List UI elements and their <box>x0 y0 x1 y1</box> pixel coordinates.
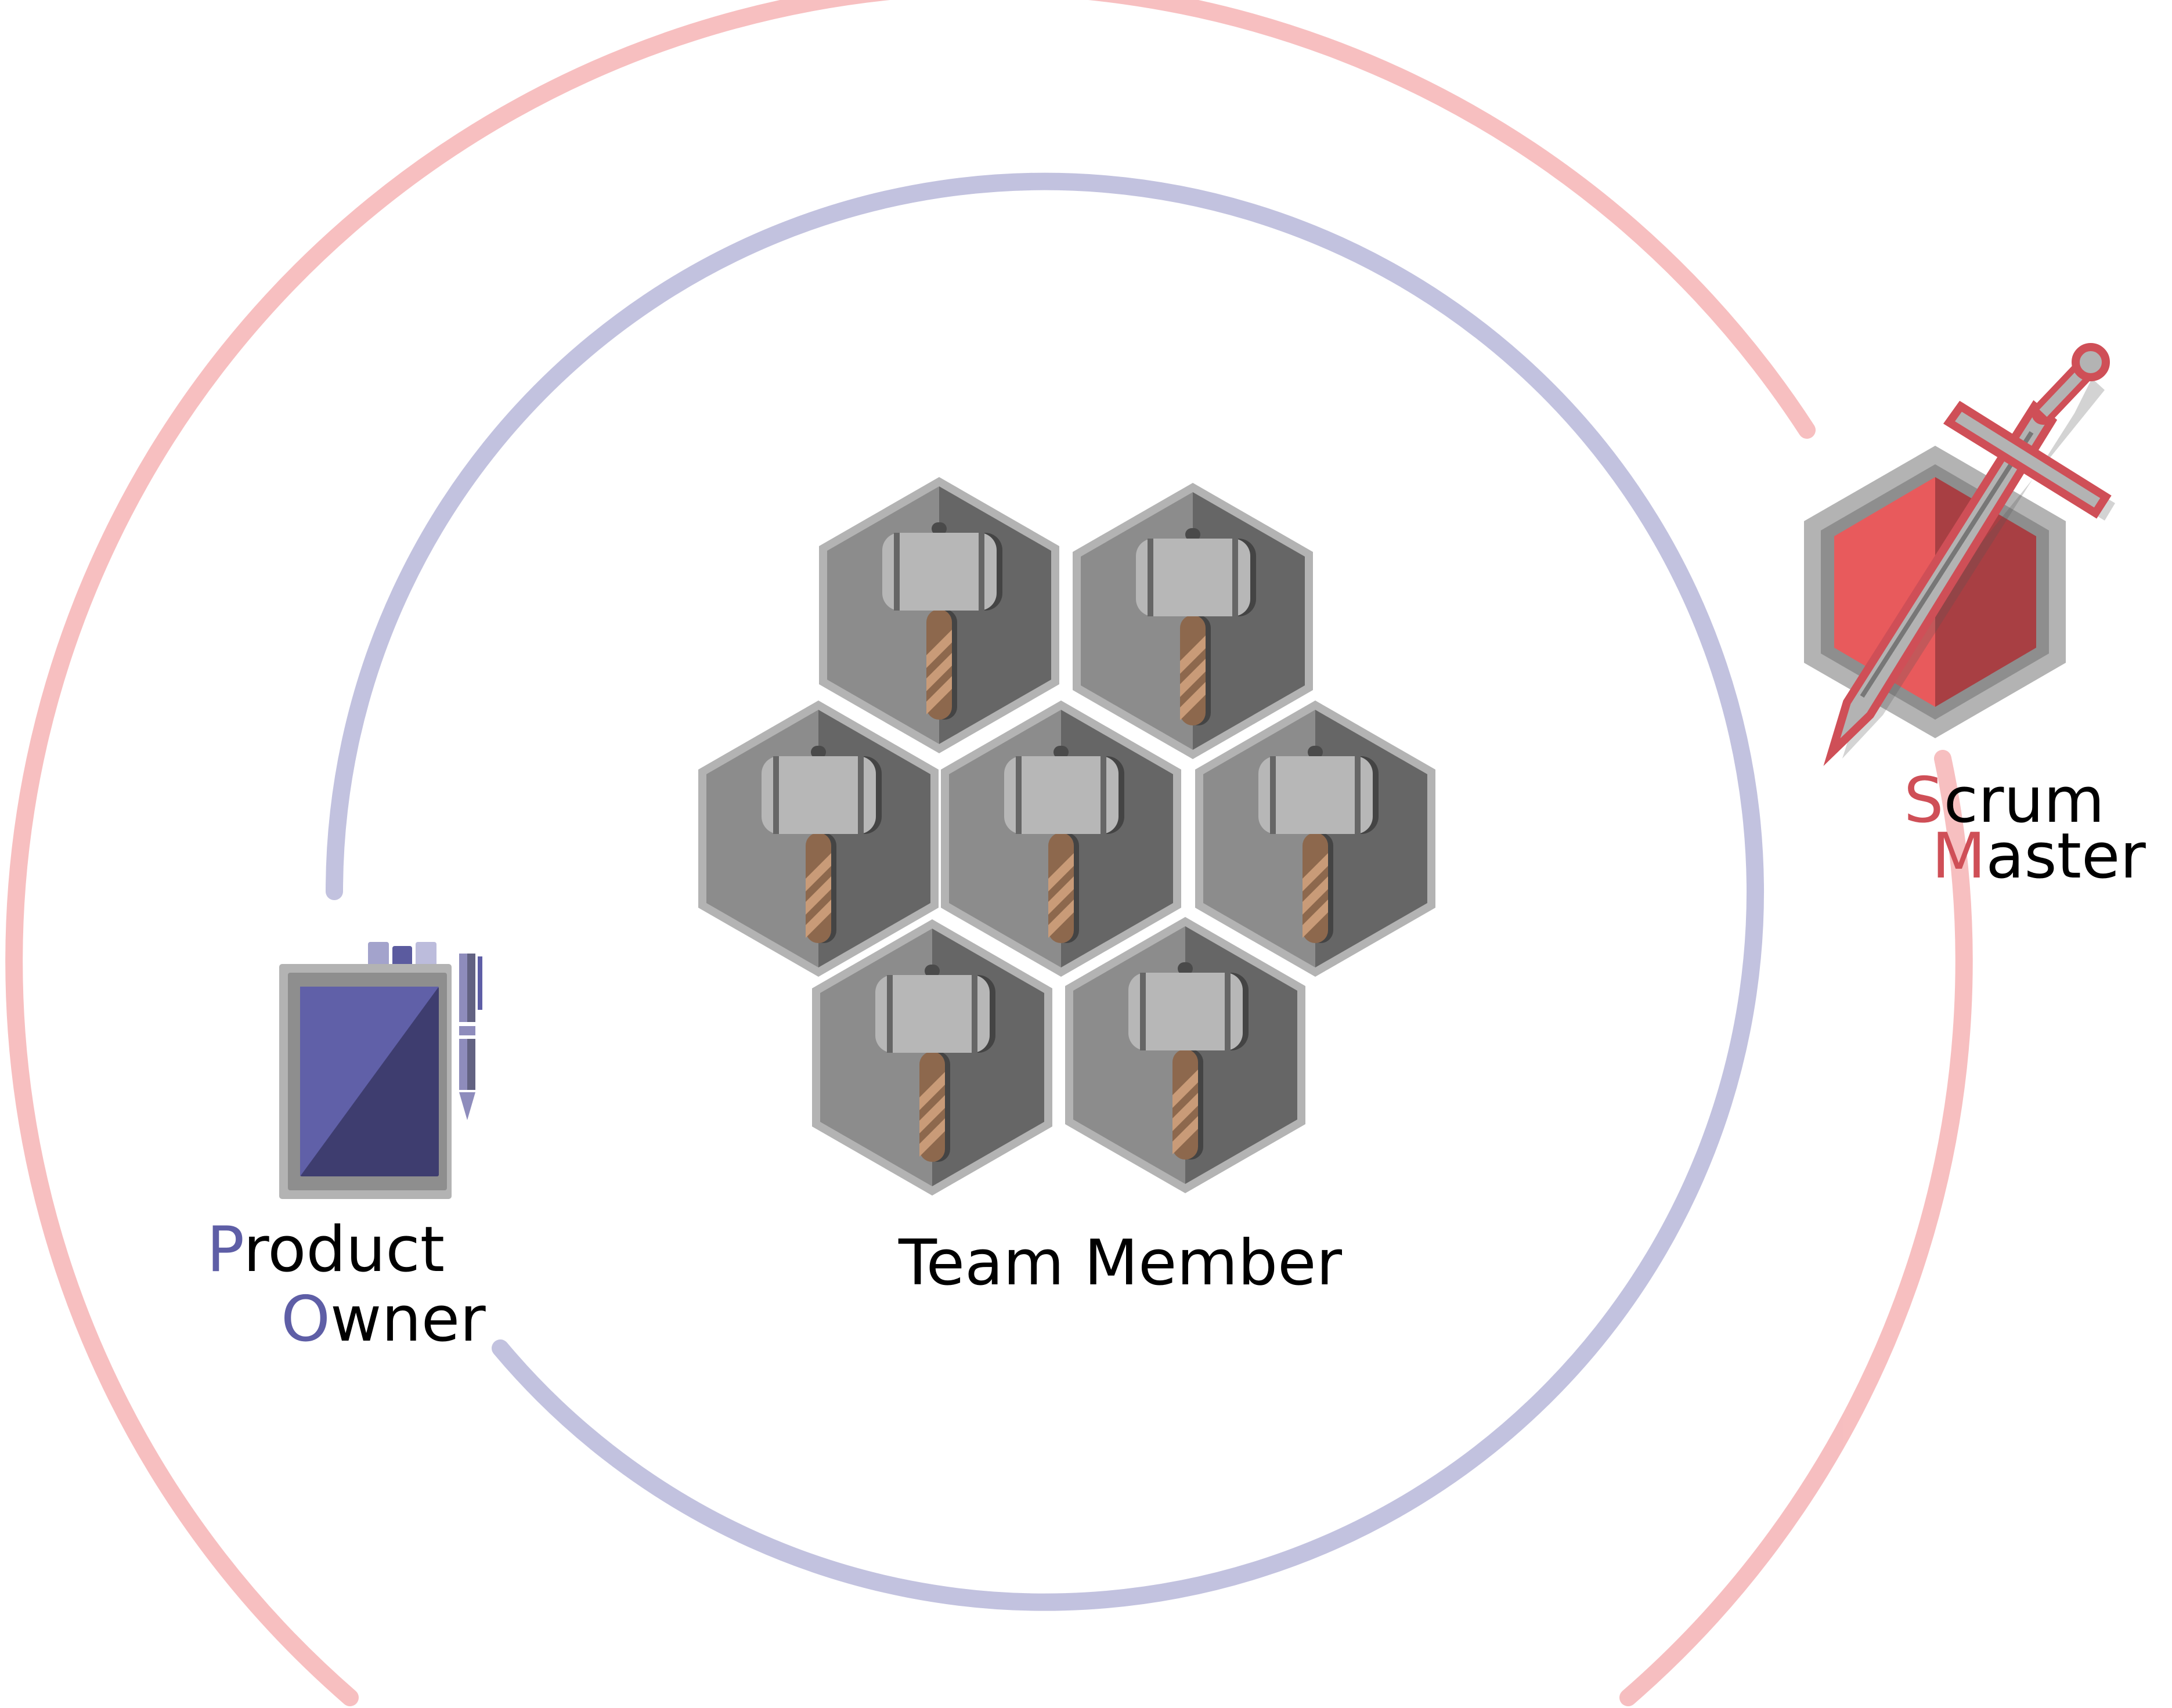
owner-rest: wner <box>330 1283 486 1356</box>
tab-1 <box>368 942 389 968</box>
product-initial: P <box>207 1214 243 1286</box>
hex-inner-left <box>706 710 818 967</box>
master-initial: M <box>1932 820 1986 893</box>
team-member-hammer-icon <box>698 700 939 977</box>
hammer-knob <box>1308 746 1323 759</box>
hex-inner-left <box>1203 710 1315 967</box>
outer-ring-arc-main <box>5 0 1816 1706</box>
hammer-grip-stripe <box>1180 659 1206 697</box>
hammer-band-left <box>887 975 893 1053</box>
team-member-hammer-icon <box>812 919 1052 1196</box>
hammer-grip-stripe <box>1048 876 1074 915</box>
hammer-head <box>882 533 997 611</box>
hammer-grip-stripe <box>919 1118 945 1157</box>
hammer-grip-stripe <box>926 653 952 691</box>
hammer-grip-stripe <box>1303 876 1328 915</box>
team-member-hammer-icon <box>941 700 1181 977</box>
hammer-head <box>1004 756 1119 834</box>
master-rest: aster <box>1986 820 2146 893</box>
scrum-master-label-line2: Master <box>1932 820 2146 893</box>
hex-inner-left <box>949 710 1061 967</box>
hammer-grip-stripe <box>1172 1070 1198 1108</box>
hammer-band-left <box>1140 973 1146 1050</box>
owner-initial: O <box>281 1283 330 1356</box>
hammer-band-right <box>1355 756 1361 834</box>
scrum-rest: crum <box>1944 764 2105 837</box>
hammer-grip-stripe <box>1303 900 1328 938</box>
hammer-head <box>762 756 876 834</box>
hammer-grip-stripe <box>1048 900 1074 938</box>
scrum-master-label-line1: Scrum <box>1904 764 2105 837</box>
hammer-band-left <box>1148 539 1153 616</box>
hex-inner-left <box>827 486 939 744</box>
hammer-band-right <box>979 533 984 611</box>
hammer-grip-stripe <box>1048 853 1074 891</box>
outer-ring-arc-right <box>1619 750 1973 1706</box>
hammer-head <box>875 975 990 1053</box>
hammer-grip-stripe <box>1180 635 1206 674</box>
hammer-grip-stripe <box>926 676 952 714</box>
product-owner-label-line1: Product <box>207 1214 445 1286</box>
product-owner-label-line2: Owner <box>281 1283 486 1356</box>
hammer-band-right <box>858 756 864 834</box>
hammer-head <box>1128 973 1243 1050</box>
hammer-band-right <box>1101 756 1106 834</box>
scrum-initial: S <box>1904 764 1944 837</box>
sword <box>1823 343 2115 766</box>
hammer-knob <box>1053 746 1069 759</box>
team-member-hammer-icon <box>819 477 1059 753</box>
hammer-grip-stripe <box>806 853 831 891</box>
hex-inner-left <box>1073 926 1185 1184</box>
product-rest: roduct <box>243 1214 445 1286</box>
hammer-grip-stripe <box>806 876 831 915</box>
hammer-band-right <box>972 975 977 1053</box>
sword-fuller <box>1860 431 2034 698</box>
inner-ring-product-owner <box>326 172 1764 1611</box>
hammer-knob <box>932 522 947 535</box>
tab-2 <box>392 946 412 968</box>
hammer-band-left <box>773 756 779 834</box>
hammer-grip-stripe <box>806 900 831 938</box>
hammer-band-left <box>1016 756 1022 834</box>
hex-inner-left <box>1081 492 1193 750</box>
team-member-cluster <box>698 477 1435 1196</box>
outer-ring-scrum-master <box>5 0 1973 1706</box>
hammer-knob <box>925 965 940 977</box>
hammer-band-left <box>894 533 900 611</box>
inner-ring-arc <box>326 172 1764 1611</box>
tab-3 <box>416 942 436 968</box>
hammer-grip-stripe <box>1172 1116 1198 1154</box>
hex-inner-left <box>820 929 932 1186</box>
hammer-grip-stripe <box>1180 682 1206 720</box>
team-member-hammer-icon <box>1065 917 1305 1193</box>
hammer-knob <box>1185 528 1200 541</box>
team-member-hammer-icon <box>1195 700 1435 977</box>
hammer-band-right <box>1225 973 1231 1050</box>
hammer-grip-stripe <box>1172 1093 1198 1131</box>
team-member-hammer-icon <box>1073 483 1313 759</box>
tablet-with-pen-icon <box>279 942 482 1199</box>
sword-crossguard <box>1943 400 2112 519</box>
sword-shield-icon <box>1804 343 2115 766</box>
hammer-band-right <box>1232 539 1238 616</box>
hammer-grip-stripe <box>919 1095 945 1133</box>
hammer-band-left <box>1270 756 1276 834</box>
hammer-grip-stripe <box>926 630 952 668</box>
hammer-knob <box>1178 962 1193 975</box>
hammer-head <box>1136 539 1250 616</box>
hammer-grip-stripe <box>1303 853 1328 891</box>
hammer-head <box>1258 756 1373 834</box>
hammer-knob <box>811 746 826 759</box>
team-member-label: Team Member <box>898 1227 1343 1299</box>
hammer-grip-stripe <box>919 1072 945 1110</box>
tablet-screen-highlight <box>300 987 439 1176</box>
sword-pommel <box>2072 343 2110 381</box>
pen <box>459 954 482 1120</box>
